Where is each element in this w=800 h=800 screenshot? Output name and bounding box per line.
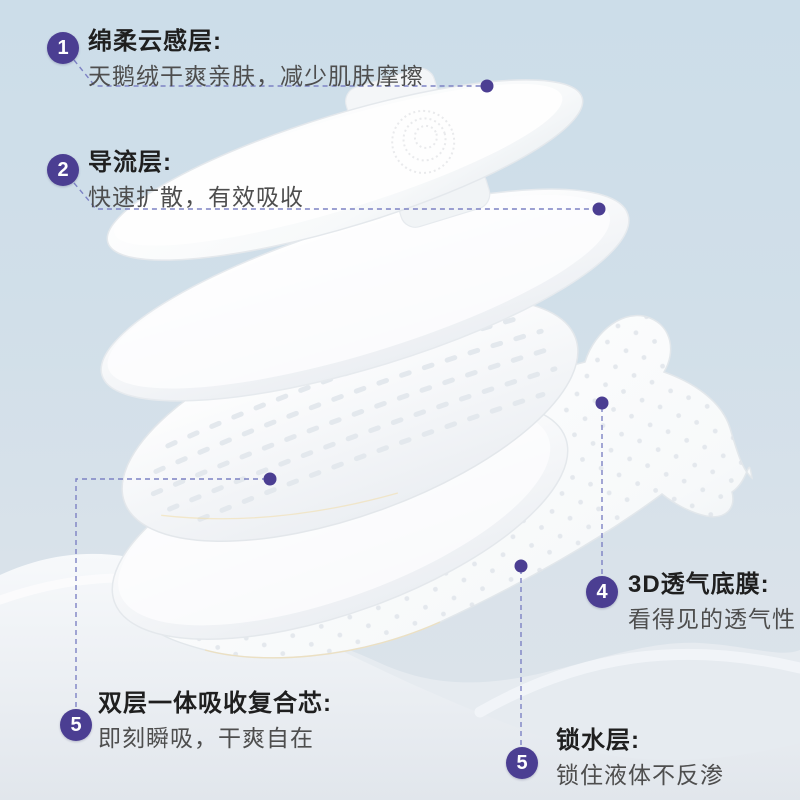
annotation-title: 3D透气底膜: (628, 571, 770, 598)
pointer-dot-2 (592, 202, 606, 216)
pad-top-surface (114, 83, 563, 246)
emboss-flower-icon (391, 109, 456, 174)
silk-crest-highlight-right (474, 648, 800, 718)
pointer-dot-1 (480, 79, 494, 93)
annotation-subtitle: 快速扩散，有效吸收 (88, 184, 304, 210)
badge-4: 4 (586, 576, 618, 608)
pointer-dot-4 (595, 396, 609, 410)
annotation-title: 锁水层: (556, 727, 640, 754)
badge-1: 1 (47, 32, 79, 64)
annotation-lock-layer: 锁水层: 锁住液体不反渗 (556, 726, 724, 790)
badge-2: 2 (47, 154, 79, 186)
membrane-warm-edge (204, 621, 441, 659)
annotation-subtitle: 看得见的透气性 (628, 606, 796, 632)
annotation-title: 绵柔云感层: (88, 28, 222, 55)
top-soft-pad-layer (106, 67, 584, 261)
annotation-subtitle: 天鹅绒干爽亲肤，减少肌肤摩擦 (88, 63, 424, 89)
annotation-absorbent-core: 双层一体吸收复合芯: 即刻瞬吸，干爽自在 (98, 689, 332, 753)
core-warm-edge (161, 492, 399, 520)
connector-line-2 (73, 182, 599, 210)
annotation-subtitle: 即刻瞬吸，干爽自在 (98, 725, 314, 751)
annotation-title: 双层一体吸收复合芯: (98, 690, 332, 717)
connector-line-5-core (75, 478, 270, 707)
core-ridge-texture (150, 315, 560, 522)
annotation-diversion-layer: 导流层: 快速扩散，有效吸收 (88, 148, 304, 212)
annotation-soft-cloud-layer: 绵柔云感层: 天鹅绒干爽亲肤，减少肌肤摩擦 (88, 27, 424, 91)
annotation-breathable-bottom: 3D透气底膜: 看得见的透气性 (628, 570, 796, 634)
pointer-dot-5-core (263, 472, 277, 486)
badge-5-core: 5 (60, 709, 92, 741)
badge-5-lock: 5 (506, 747, 538, 779)
connector-line-1 (73, 59, 487, 87)
annotation-subtitle: 锁住液体不反渗 (556, 762, 724, 788)
pointer-dot-5-lock (514, 559, 528, 573)
annotation-title: 导流层: (88, 149, 172, 176)
